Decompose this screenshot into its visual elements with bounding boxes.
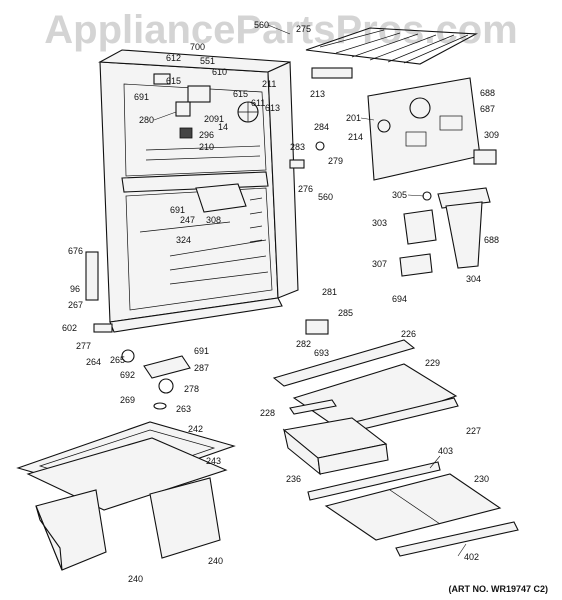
callout-615: 615 (166, 76, 181, 86)
roller-265 (121, 349, 135, 363)
callout-210: 210 (199, 142, 214, 152)
callout-96: 96 (70, 284, 80, 294)
glass-shelf (272, 339, 459, 437)
callout-308: 308 (206, 215, 221, 225)
callout-285: 285 (338, 308, 353, 318)
freezer-wire-shelf (305, 27, 478, 65)
evaporator-cover-panel (367, 77, 481, 181)
callout-304: 304 (466, 274, 481, 284)
callout-279: 279 (328, 156, 343, 166)
air-duct-308 (195, 183, 247, 213)
callout-602: 602 (62, 323, 77, 333)
roller-278 (158, 378, 174, 394)
callout-213: 213 (310, 89, 325, 99)
callout-611: 611 (251, 98, 265, 108)
callout-243: 243 (206, 456, 221, 466)
callout-280: 280 (139, 115, 154, 125)
callout-694: 694 (392, 294, 407, 304)
hinge-bracket-282 (305, 319, 329, 335)
callout-278: 278 (184, 384, 199, 394)
callout-labels: 560 275 700 612 551 610 691 615 211 615 … (62, 20, 499, 584)
callout-264: 264 (86, 357, 101, 367)
callout-403: 403 (438, 446, 453, 456)
callout-287: 287 (194, 363, 209, 373)
callout-277: 277 (76, 341, 91, 351)
callout-303: 303 (372, 218, 387, 228)
callout-282: 282 (296, 339, 311, 349)
callout-612: 612 (166, 53, 181, 63)
callout-2091: 2091 (204, 114, 224, 124)
callout-283: 283 (290, 142, 305, 152)
callout-265: 265 (110, 355, 125, 365)
crisper-cover-shelf (307, 461, 519, 557)
callout-560: 560 (318, 192, 333, 202)
callout-700: 700 (190, 42, 205, 52)
callout-688: 688 (480, 88, 495, 98)
callout-211: 211 (262, 79, 276, 89)
callout-691: 691 (170, 205, 185, 215)
art-number-label: (ART NO. WR19747 C2) (448, 584, 548, 594)
callout-691: 691 (194, 346, 209, 356)
callout-296: 296 (199, 130, 214, 140)
callout-693: 693 (314, 348, 329, 358)
callout-613: 613 (265, 103, 280, 113)
callout-230: 230 (474, 474, 489, 484)
callout-676: 676 (68, 246, 83, 256)
callout-610: 610 (212, 67, 227, 77)
callout-236: 236 (286, 474, 301, 484)
callout-267: 267 (68, 300, 83, 310)
base-grille-287 (143, 355, 191, 379)
callout-263: 263 (176, 404, 191, 414)
callout-228: 228 (260, 408, 275, 418)
leveling-leg-602 (93, 323, 113, 333)
leg-263 (153, 402, 167, 410)
callout-227: 227 (466, 426, 481, 436)
callout-281: 281 (322, 287, 337, 297)
crisper-drawer (282, 417, 389, 476)
callout-551: 551 (200, 56, 215, 66)
hinge-pin-284 (315, 141, 325, 151)
callout-402: 402 (464, 552, 479, 562)
callout-240: 240 (128, 574, 143, 584)
callout-324: 324 (176, 235, 191, 245)
callout-229: 229 (425, 358, 440, 368)
callout-305: 305 (392, 190, 407, 200)
callout-688: 688 (484, 235, 499, 245)
callout-242: 242 (188, 424, 203, 434)
callout-247: 247 (180, 215, 195, 225)
callout-269: 269 (120, 395, 135, 405)
callout-275: 275 (296, 24, 311, 34)
callout-214: 214 (348, 132, 363, 142)
callout-560: 560 (254, 20, 269, 30)
freezer-bins (16, 421, 236, 571)
callout-692: 692 (120, 370, 135, 380)
callout-14: 14 (218, 122, 228, 132)
callout-276: 276 (298, 184, 313, 194)
callout-307: 307 (372, 259, 387, 269)
callout-240: 240 (208, 556, 223, 566)
hinge-283 (289, 159, 305, 169)
light-shield-213 (311, 67, 353, 79)
air-duct-assembly (399, 187, 491, 277)
callout-284: 284 (314, 122, 329, 132)
callout-309: 309 (484, 130, 499, 140)
callout-226: 226 (401, 329, 416, 339)
evaporator-fan-assembly (153, 73, 259, 139)
callout-201: 201 (346, 113, 361, 123)
callout-615: 615 (233, 89, 248, 99)
callout-687: 687 (480, 104, 495, 114)
cover-309 (473, 149, 497, 165)
callout-691: 691 (134, 92, 149, 102)
